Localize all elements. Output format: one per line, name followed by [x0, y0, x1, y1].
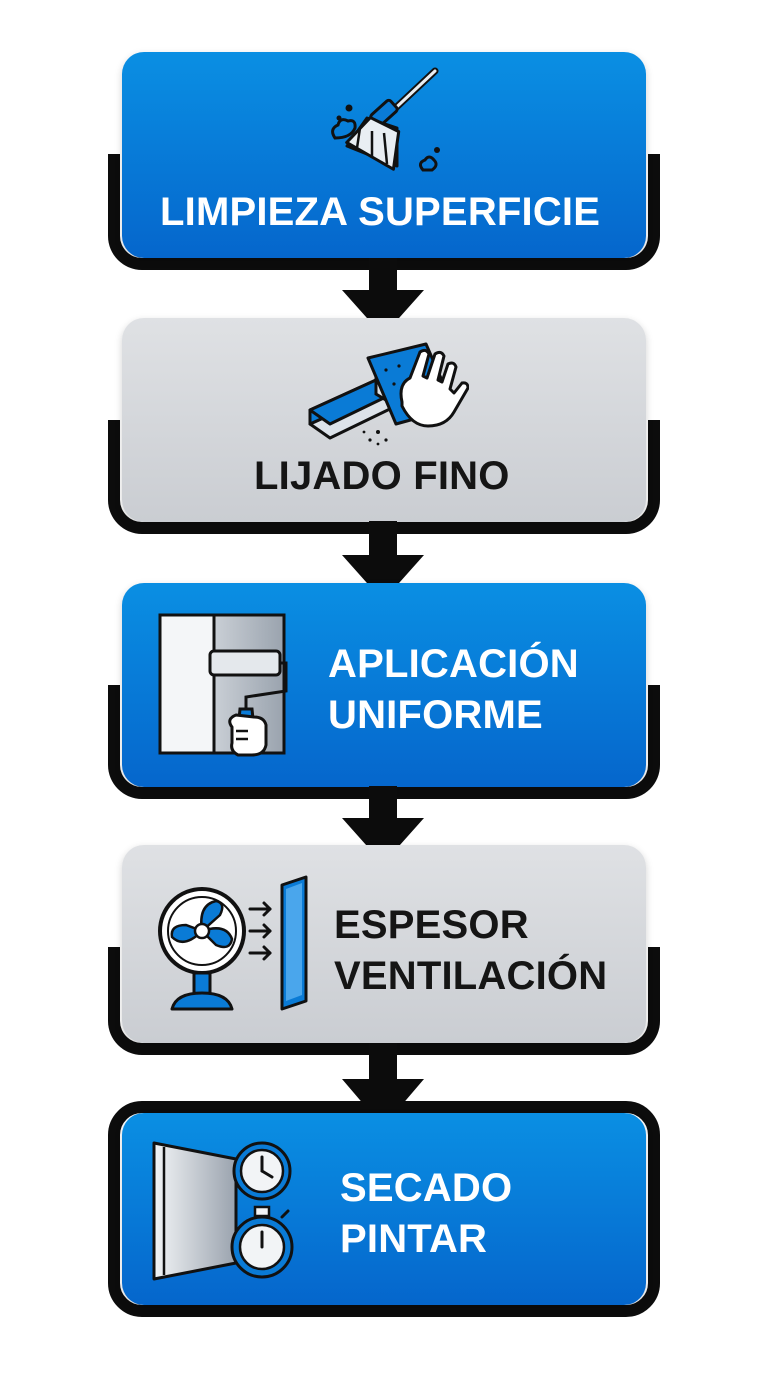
step-aplicacion-uniforme: APLICACIÓN UNIFORME [108, 583, 660, 799]
step-title-line: ESPESOR [334, 903, 529, 947]
step-title-line: LIMPIEZA SUPERFICIE [160, 190, 601, 234]
step-title: LIMPIEZA SUPERFICIE [160, 187, 600, 238]
step-title: ESPESOR VENTILACIÓN [334, 900, 607, 1002]
clock-stopwatch-icon [152, 1139, 302, 1284]
step-title: SECADO PINTAR [340, 1163, 512, 1265]
step-secado-pintar: SECADO PINTAR [108, 1101, 660, 1317]
step-limpieza-superficie: LIMPIEZA SUPERFICIE [108, 52, 660, 270]
step-title-line: VENTILACIÓN [334, 954, 608, 998]
broom-icon [327, 66, 442, 181]
down-arrow-icon [340, 786, 426, 866]
step-card [122, 318, 646, 522]
step-title: LIJADO FINO [254, 451, 510, 502]
step-title-line: UNIFORME [328, 693, 543, 737]
down-arrow-icon [340, 258, 426, 338]
sanding-block-icon [304, 336, 469, 448]
step-espesor-ventilacion: ESPESOR VENTILACIÓN [108, 845, 660, 1055]
step-title-line: PINTAR [340, 1217, 488, 1261]
fan-icon [154, 875, 314, 1017]
step-frame [108, 1101, 660, 1317]
paint-roller-icon [156, 611, 288, 761]
step-title-line: LIJADO FINO [254, 454, 510, 498]
step-title-line: SECADO [340, 1166, 513, 1210]
down-arrow-icon [340, 521, 426, 603]
step-title-line: APLICACIÓN [328, 642, 579, 686]
step-title: APLICACIÓN UNIFORME [328, 639, 579, 741]
step-lijado-fino: LIJADO FINO [108, 318, 660, 534]
